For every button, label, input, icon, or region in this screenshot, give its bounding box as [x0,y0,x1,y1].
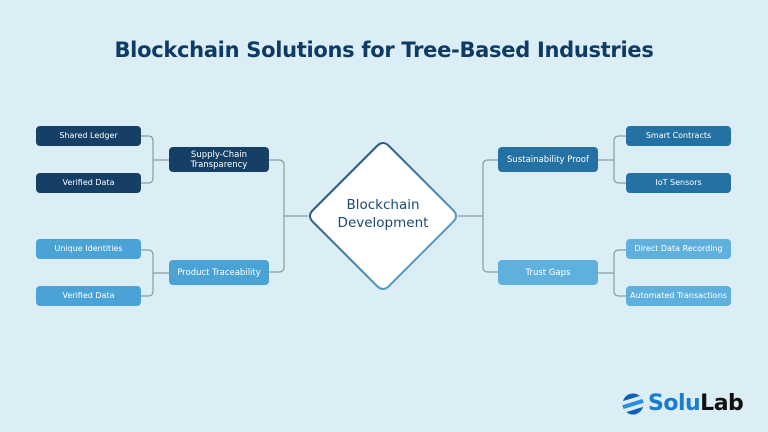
node-trust-gaps: Trust Gaps [498,260,598,285]
node-iot-sensors: IoT Sensors [626,173,731,193]
diagram-title: Blockchain Solutions for Tree-Based Indu… [114,38,654,62]
connector-right-main [458,159,498,273]
node-verified-data-2: Verified Data [36,286,141,306]
node-direct-data-recording: Direct Data Recording [626,239,731,259]
node-smart-contracts: Smart Contracts [626,126,731,146]
center-diamond [309,142,457,290]
solulab-logo-text: SoluLab [648,391,744,416]
node-automated-transactions: Automated Transactions [626,286,731,306]
connector-left-bottom [141,249,169,297]
connector-right-top [598,135,626,184]
solulab-logo: SoluLab [622,391,744,416]
node-label-line1: Supply-Chain [190,149,248,160]
logo-text-solu: Solu [648,391,701,416]
solulab-logo-icon [622,393,644,414]
node-unique-identities: Unique Identities [36,239,141,259]
center-node-label: Blockchain Development [308,196,458,232]
node-verified-data-1: Verified Data [36,173,141,193]
connector-right-bottom [598,249,626,297]
node-sustainability-proof: Sustainability Proof [498,147,598,172]
node-label-line2: Transparency [190,159,248,170]
center-label-line1: Blockchain [346,197,420,213]
connector-left-top [141,135,169,184]
logo-text-lab: Lab [700,391,744,416]
node-shared-ledger: Shared Ledger [36,126,141,146]
connector-left-main [269,159,308,273]
node-product-traceability: Product Traceability [169,260,269,285]
center-label-line2: Development [337,215,429,231]
node-supply-chain-transparency: Supply-Chain Transparency [169,147,269,172]
